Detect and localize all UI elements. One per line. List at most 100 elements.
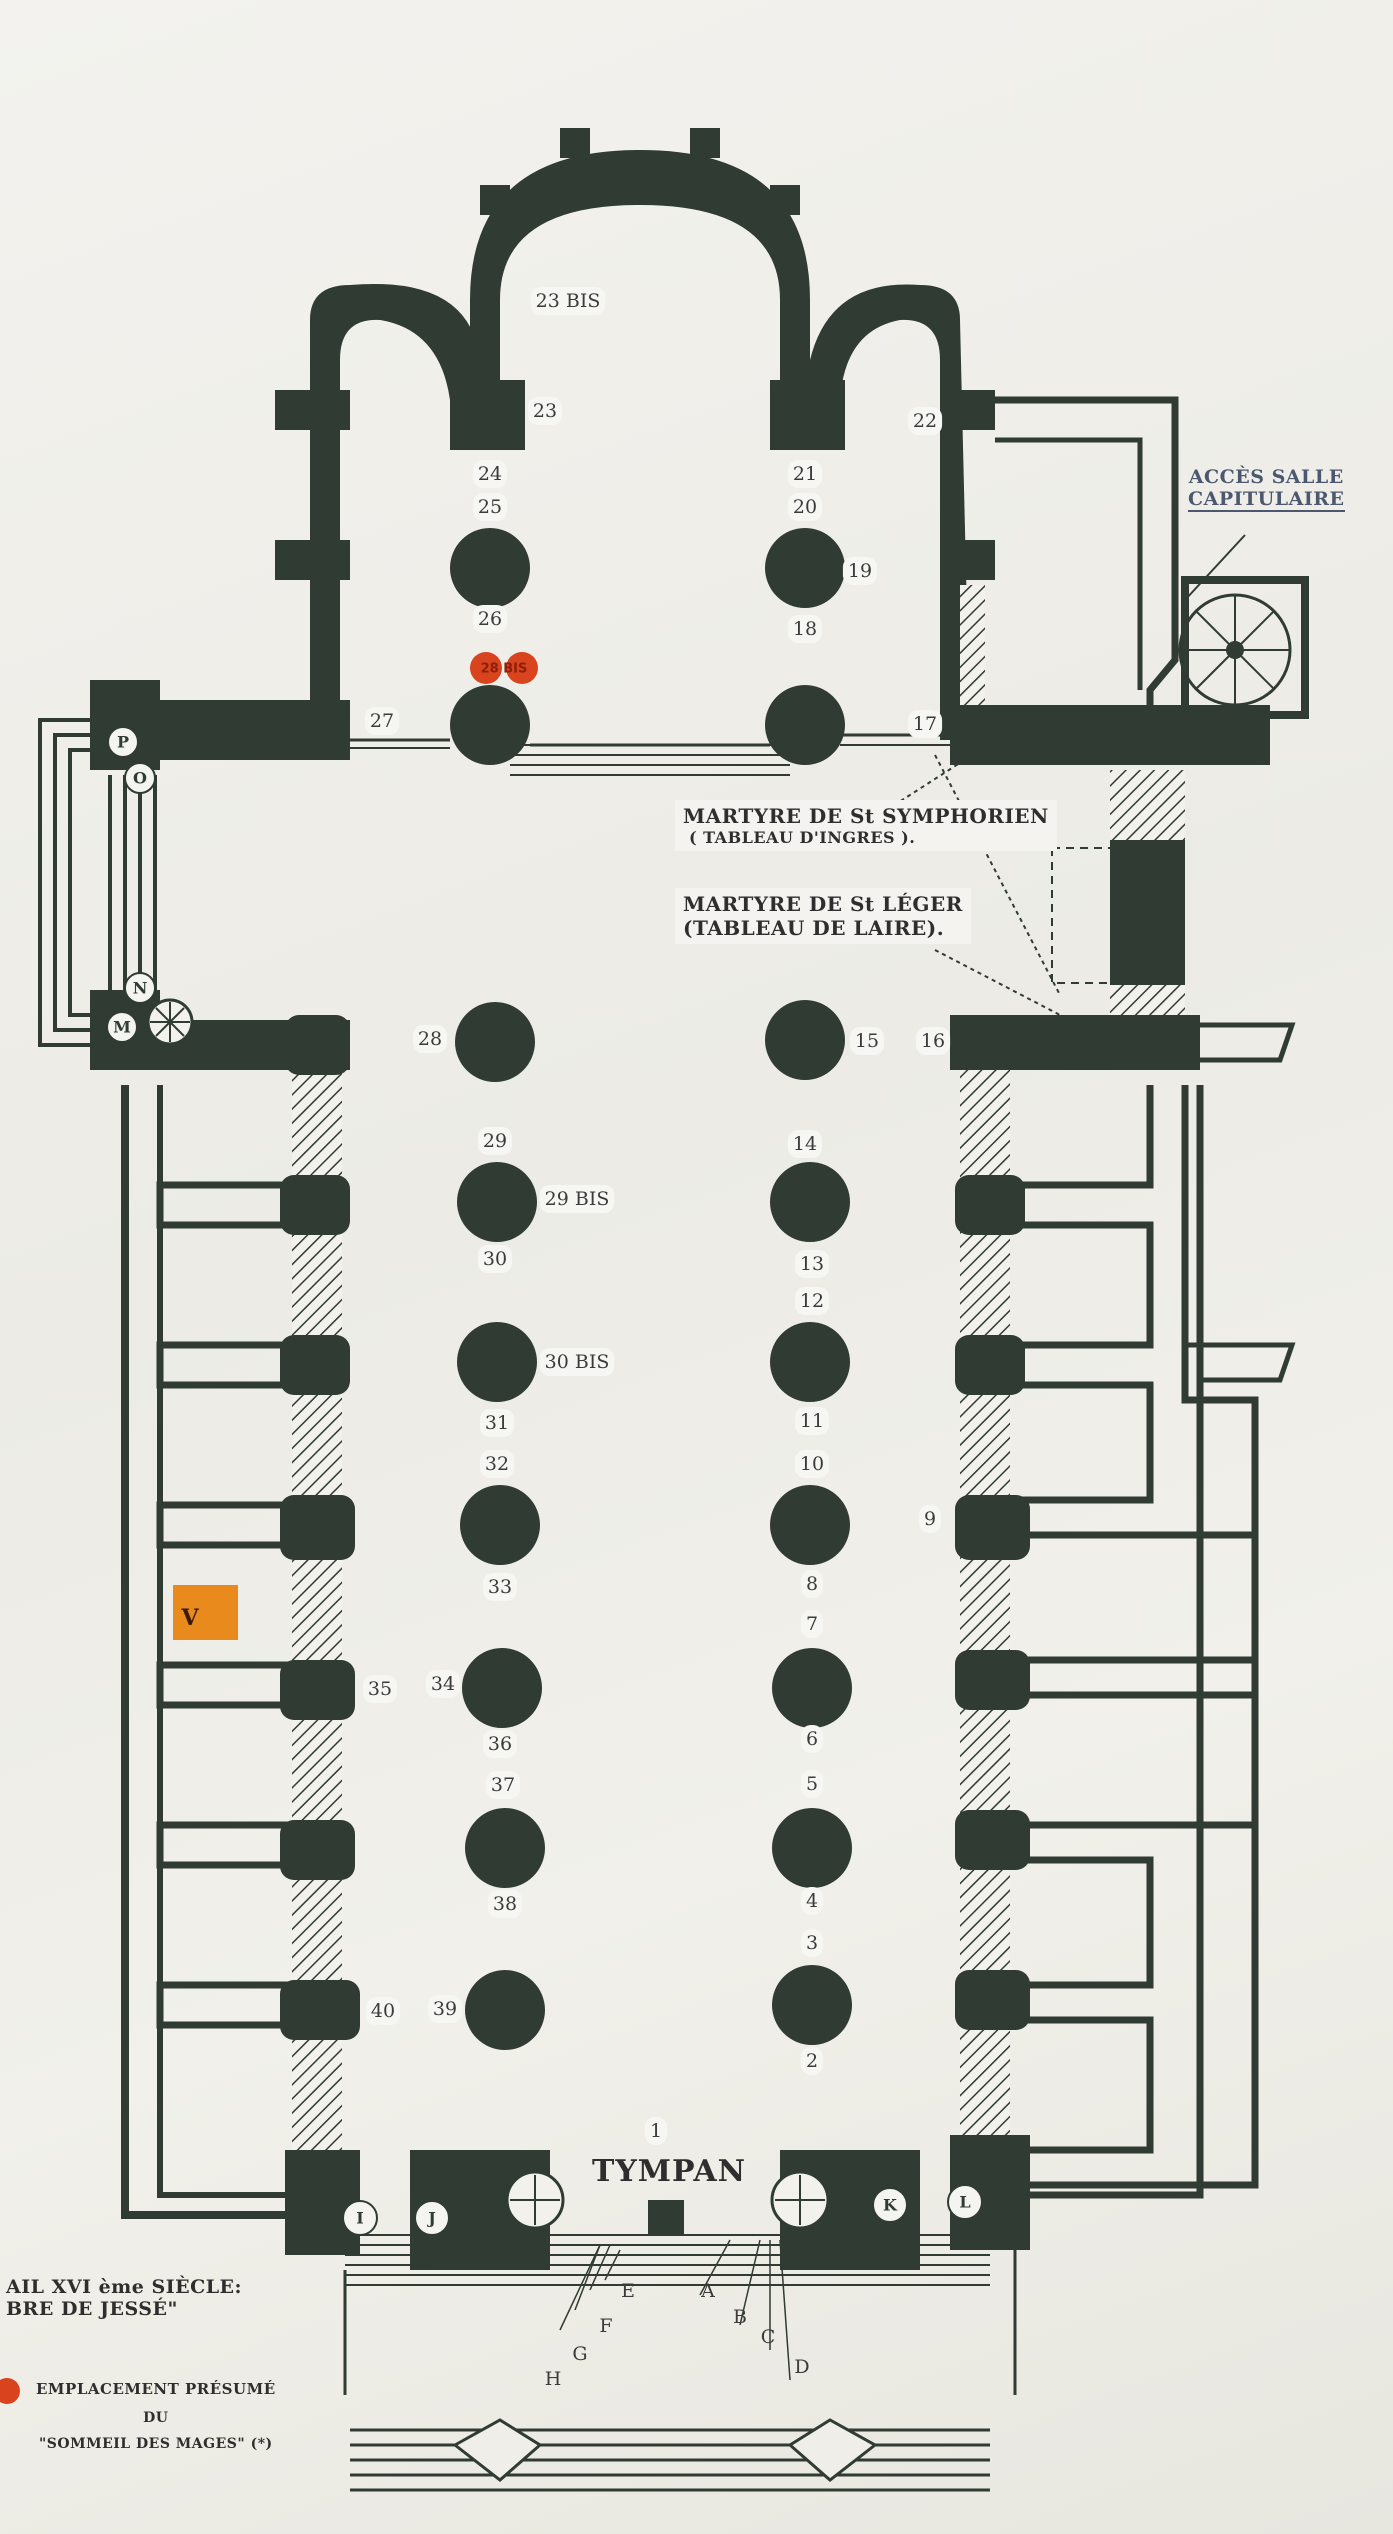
nave-walls xyxy=(121,1065,1296,2219)
martyre-symphorien-sub: ( TABLEAU D'INGRES ). xyxy=(689,828,916,847)
label-20: 20 xyxy=(793,496,817,518)
circle-k xyxy=(872,2187,908,2223)
wall-piers xyxy=(280,1015,1030,2040)
number-label-background xyxy=(800,1770,824,1798)
number-label-background xyxy=(794,1450,830,1478)
letter-h: H xyxy=(545,2368,562,2390)
number-label-background xyxy=(800,1887,824,1915)
letter-l: L xyxy=(959,2193,970,2212)
letter-m: M xyxy=(113,1018,131,1037)
label-11: 11 xyxy=(800,1410,824,1432)
number-label-background xyxy=(479,1409,515,1437)
label-23-bis: 23 BIS xyxy=(536,290,601,312)
legend-mages-line-2: DU xyxy=(143,2410,169,2426)
circled-letters: P O N M I J K L xyxy=(106,726,983,2236)
number-label-background xyxy=(365,1997,401,2025)
legend-mages: EMPLACEMENT PRÉSUMÉ DU "SOMMEIL DES MAGE… xyxy=(36,2380,276,2452)
legend-orange-dot xyxy=(0,2378,20,2404)
label-29-bis: 29 BIS xyxy=(545,1188,610,1210)
label-7: 7 xyxy=(806,1613,818,1635)
label-37: 37 xyxy=(491,1774,515,1796)
number-label-background xyxy=(787,460,823,488)
v-marker xyxy=(173,1585,238,1640)
number-label-background xyxy=(472,460,508,488)
legend-portail-line-2: BRE DE JESSÉ" xyxy=(6,2298,178,2320)
number-label-background xyxy=(794,1250,830,1278)
martyre-leger-sub: (TABLEAU DE LAIRE). xyxy=(683,916,945,940)
label-19: 19 xyxy=(848,560,872,582)
label-35: 35 xyxy=(368,1678,392,1700)
number-label-background xyxy=(787,493,823,521)
entrance-facade xyxy=(285,534,1246,2492)
tympan-label: TYMPAN xyxy=(592,2154,747,2189)
label-32: 32 xyxy=(485,1453,509,1475)
number-label-background xyxy=(539,1185,615,1213)
letter-e: E xyxy=(621,2280,635,2302)
label-39: 39 xyxy=(433,1998,457,2020)
number-label-background xyxy=(482,1730,518,1758)
circle-o xyxy=(124,762,156,794)
label-3: 3 xyxy=(806,1932,818,1954)
label-21: 21 xyxy=(793,463,817,485)
number-label-background xyxy=(427,1995,463,2023)
number-label-background xyxy=(472,493,508,521)
label-2: 2 xyxy=(806,2050,818,2072)
label-40: 40 xyxy=(371,2000,395,2022)
letter-k: K xyxy=(883,2196,898,2215)
label-30-bis: 30 BIS xyxy=(545,1351,610,1373)
letter-a: A xyxy=(700,2280,715,2302)
circle-l xyxy=(947,2184,983,2220)
letter-c: C xyxy=(761,2326,776,2348)
circle-m xyxy=(106,1011,138,1043)
label-28: 28 xyxy=(418,1028,442,1050)
label-9: 9 xyxy=(924,1508,936,1530)
label-33: 33 xyxy=(488,1576,512,1598)
label-22: 22 xyxy=(913,410,937,432)
label-6: 6 xyxy=(806,1728,818,1750)
label-36: 36 xyxy=(488,1733,512,1755)
martyre-symphorien-note: MARTYRE DE St SYMPHORIEN ( TABLEAU D'ING… xyxy=(675,800,1057,851)
number-label-background xyxy=(918,1505,942,1533)
label-23: 23 xyxy=(533,400,557,422)
label-38: 38 xyxy=(493,1893,517,1915)
number-label-background xyxy=(364,707,400,735)
number-label-background xyxy=(412,1025,448,1053)
martyre-leger-title: MARTYRE DE St LÉGER xyxy=(683,892,963,916)
number-label-background xyxy=(849,1027,885,1055)
acces-line-2: CAPITULAIRE xyxy=(1188,488,1345,512)
v-marker-label: V xyxy=(180,1605,199,1631)
label-17: 17 xyxy=(913,713,937,735)
acces-salle-capitulaire-note: ACCÈS SALLE CAPITULAIRE xyxy=(1188,466,1345,512)
legend-portail-line-1: AIL XVI ème SIÈCLE: xyxy=(6,2276,243,2298)
label-15: 15 xyxy=(855,1030,879,1052)
number-label-background xyxy=(800,1570,824,1598)
letter-g: G xyxy=(572,2343,587,2365)
circle-n xyxy=(124,972,156,1004)
transept-walls xyxy=(38,680,1296,1070)
number-label-background xyxy=(842,557,878,585)
letter-f: F xyxy=(599,2315,612,2337)
number-label-background xyxy=(530,287,606,315)
number-label-background xyxy=(800,1929,824,1957)
label-16: 16 xyxy=(921,1030,945,1052)
legend-portail: AIL XVI ème SIÈCLE: BRE DE JESSÉ" xyxy=(6,2276,242,2320)
label-13: 13 xyxy=(800,1253,824,1275)
number-label-background xyxy=(794,1407,830,1435)
label-30: 30 xyxy=(483,1248,507,1270)
portal-letters: A B C D E F G H xyxy=(545,2280,810,2390)
legend-mages-line-1: EMPLACEMENT PRÉSUMÉ xyxy=(36,2380,276,2398)
circle-j xyxy=(414,2200,450,2236)
number-label-background xyxy=(915,1027,951,1055)
label-27: 27 xyxy=(370,710,394,732)
number-label-background xyxy=(794,1287,830,1315)
apse-walls xyxy=(275,128,995,740)
number-label-background xyxy=(487,1890,523,1918)
label-18: 18 xyxy=(793,618,817,640)
number-label-background xyxy=(472,605,508,633)
letter-i: I xyxy=(356,2209,363,2228)
circle-p xyxy=(107,726,139,758)
label-10: 10 xyxy=(800,1453,824,1475)
letter-o: O xyxy=(133,769,147,788)
number-label-background xyxy=(539,1348,615,1376)
